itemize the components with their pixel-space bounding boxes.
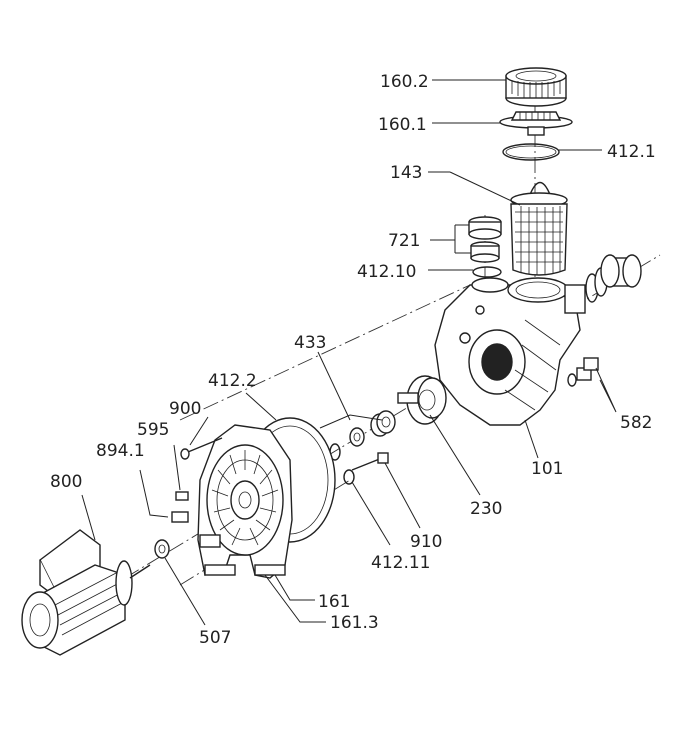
label-161-3: 161.3	[330, 613, 379, 633]
strainer-basket-143	[510, 181, 568, 276]
slinger-507-inner	[158, 544, 166, 554]
label-595: 595	[137, 420, 169, 440]
label-412-2: 412.2	[208, 371, 257, 391]
screw-900	[180, 437, 223, 460]
bolt-910	[351, 452, 389, 471]
label-800: 800	[50, 472, 82, 492]
slinger-507	[154, 539, 170, 559]
label-910: 910	[410, 532, 442, 552]
part-labels: 160.2 160.1 412.1 143 721 412.10 433 412…	[50, 72, 656, 648]
label-894-1: 894.1	[96, 441, 145, 461]
lid-160-1	[499, 111, 573, 136]
label-160-2: 160.2	[380, 72, 429, 92]
o-ring-412-1	[502, 143, 560, 161]
lid-ring-160-2	[505, 67, 567, 107]
label-582: 582	[620, 413, 652, 433]
label-507: 507	[199, 628, 231, 648]
bracket-161	[197, 424, 293, 579]
part-595	[175, 491, 189, 501]
label-433: 433	[294, 333, 326, 353]
label-143: 143	[390, 163, 422, 183]
label-412-1: 412.1	[607, 142, 656, 162]
o-ring-412-1-inner	[505, 145, 557, 159]
label-161: 161	[318, 592, 350, 612]
label-721: 721	[388, 231, 420, 251]
motor-800	[21, 529, 151, 656]
o-ring-412-10	[472, 266, 502, 278]
drain-plugs-582	[567, 357, 599, 387]
mechanical-seal-433	[329, 410, 396, 461]
o-ring-412-11	[343, 469, 355, 485]
adapter-721	[468, 216, 502, 263]
part-894-1	[171, 511, 189, 523]
label-412-11: 412.11	[371, 553, 430, 573]
pump-housing-101	[434, 277, 586, 426]
label-160-1: 160.1	[378, 115, 427, 135]
outlet-union	[585, 254, 642, 303]
label-101: 101	[531, 459, 563, 479]
impeller-230	[397, 375, 447, 425]
leader-lines	[81, 79, 617, 626]
label-230: 230	[470, 499, 502, 519]
label-412-10: 412.10	[357, 262, 416, 282]
label-900: 900	[169, 399, 201, 419]
